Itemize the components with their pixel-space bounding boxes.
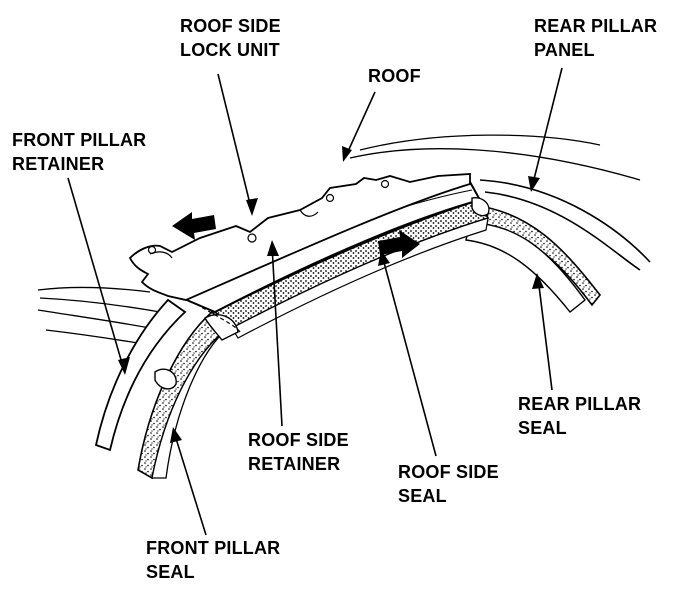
leader-lines <box>67 67 563 536</box>
label-roof-side-retainer: ROOF SIDE RETAINER <box>248 430 349 474</box>
label-rear-pillar-panel: REAR PILLAR PANEL <box>534 16 658 60</box>
label-roof-side-lock-unit: ROOF SIDE LOCK UNIT <box>180 16 281 60</box>
rear-pillar-panel <box>479 179 651 271</box>
label-roof-side-seal: ROOF SIDE SEAL <box>398 462 499 506</box>
label-roof: ROOF <box>368 66 421 86</box>
car-body-lines <box>37 134 641 346</box>
rear-pillar-seal-lip <box>465 221 586 313</box>
remove-direction-arrow-right <box>378 230 420 258</box>
lock-unit-details <box>147 179 390 259</box>
retainer-hidden-line <box>195 303 241 333</box>
retainer-rear-cap <box>471 197 490 217</box>
label-front-pillar-seal: FRONT PILLAR SEAL <box>146 538 281 582</box>
front-pillar-clip <box>154 368 177 390</box>
roof-side-lock-unit-shape <box>128 173 471 301</box>
leader-arrowheads <box>118 146 544 443</box>
label-rear-pillar-seal: REAR PILLAR SEAL <box>518 394 642 438</box>
retainer-end-cap <box>204 314 239 341</box>
label-front-pillar-retainer: FRONT PILLAR RETAINER <box>12 130 147 174</box>
roof-side-seal-lower <box>231 217 489 339</box>
front-pillar-retainer-shape <box>94 298 187 452</box>
remove-direction-arrow-left <box>172 212 216 240</box>
